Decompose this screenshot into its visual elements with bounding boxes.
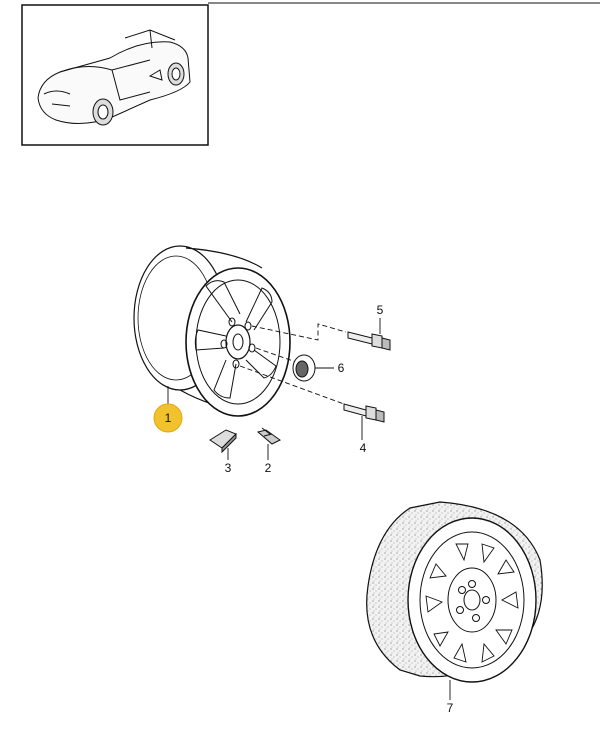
wheel-bolt-upper <box>347 331 391 351</box>
callout-6: 6 <box>338 361 345 375</box>
callout-4: 4 <box>360 441 367 455</box>
spare-wheel <box>366 501 543 683</box>
balance-weight <box>209 429 237 454</box>
callout-7: 7 <box>447 701 454 715</box>
assembly-lines <box>239 323 347 405</box>
callout-3: 3 <box>225 461 232 475</box>
callout-1: 1 <box>165 411 172 425</box>
car-convertible-icon <box>37 29 191 126</box>
wheel-bolt-lower <box>343 403 385 423</box>
center-cap <box>292 354 316 382</box>
car-thumbnail <box>21 4 209 146</box>
callout-5: 5 <box>377 303 384 317</box>
callout-2: 2 <box>265 461 272 475</box>
leader-lines <box>167 318 451 700</box>
alloy-wheel <box>133 245 291 417</box>
tire-valve <box>256 427 281 445</box>
callout-1-badge <box>153 403 183 433</box>
